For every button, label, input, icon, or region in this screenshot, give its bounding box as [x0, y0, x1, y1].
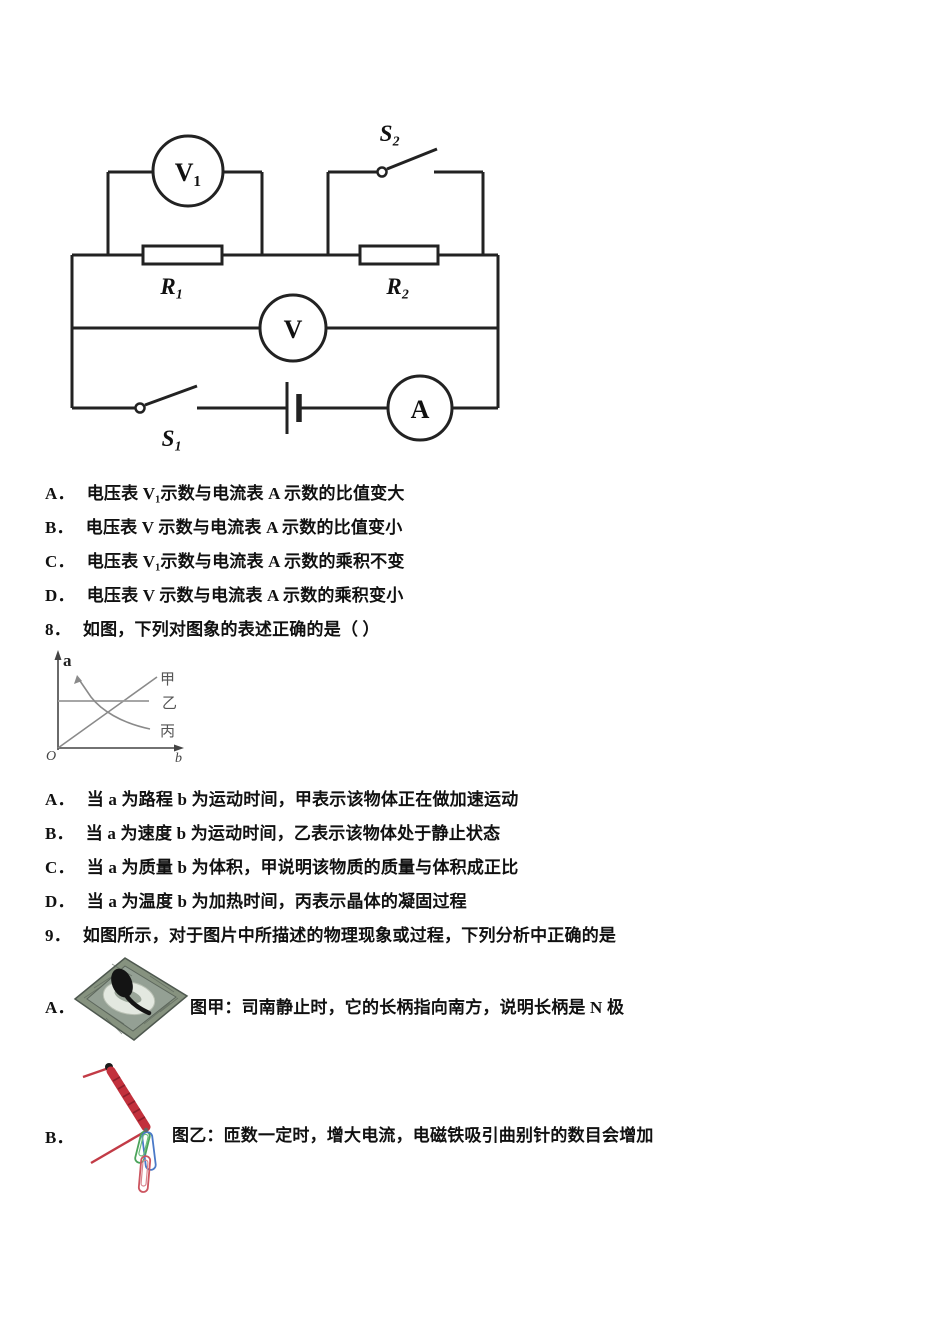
- resistor-r1-label: R₁: [159, 274, 183, 299]
- paper-clip-red-inner: [140, 1159, 149, 1187]
- q8-option-b: B． 当 a 为速度 b 为运动时间，乙表示该物体处于静止状态: [45, 824, 500, 844]
- question-number: 8．: [45, 620, 71, 639]
- q9-option-a-letter: A．: [45, 998, 75, 1018]
- caption-text: 图甲：司南静止时，它的长柄指向南方，说明长柄是 N 极: [190, 998, 625, 1017]
- sinan-spoon-handle: [123, 992, 152, 1016]
- question-text: 如图，下列对图象的表述正确的是（ ）: [82, 620, 380, 639]
- switch-s2: [376, 147, 438, 178]
- q7-option-c: C． 电压表 V₁示数与电流表 A 示数的乘积不变: [45, 552, 405, 572]
- question-text: 如图所示，对于图片中所描述的物理现象或过程，下列分析中正确的是: [82, 926, 617, 945]
- q8-option-d: D． 当 a 为温度 b 为加热时间，丙表示晶体的凝固过程: [45, 892, 467, 912]
- paper-clip-red: [137, 1155, 152, 1193]
- option-text: 电压表 V 示数与电流表 A 示数的乘积变小: [86, 586, 404, 605]
- caption-text: 图乙：匝数一定时，增大电流，电磁铁吸引曲别针的数目会增加: [172, 1126, 654, 1145]
- option-letter: D．: [45, 892, 75, 911]
- ab-graph: 甲 乙 丙 a O b: [46, 650, 184, 766]
- curve-yi-label: 乙: [162, 696, 177, 712]
- voltmeter-v-label: V: [284, 315, 303, 344]
- option-letter: B．: [45, 824, 74, 843]
- resistor-r2: [358, 244, 440, 266]
- coil-windings: [112, 1076, 146, 1122]
- option-letter: C．: [45, 552, 75, 571]
- q8-option-a: A． 当 a 为路程 b 为运动时间，甲表示该物体正在做加速运动: [45, 790, 518, 810]
- switch-s1-label: S₁: [162, 426, 183, 451]
- switch-s2-label: S₂: [380, 121, 401, 146]
- option-text: 电压表 V₁示数与电流表 A 示数的比值变大: [86, 484, 405, 503]
- switch-s1: [134, 384, 198, 414]
- voltmeter-v1-label: V₁: [175, 158, 202, 187]
- option-text: 电压表 V₁示数与电流表 A 示数的乘积不变: [86, 552, 405, 571]
- ammeter-a: [386, 374, 454, 442]
- origin-label: O: [46, 749, 56, 764]
- x-axis-label: b: [175, 751, 182, 766]
- q8-stem: 8． 如图，下列对图象的表述正确的是（ ）: [45, 620, 380, 640]
- lead-wire-top: [82, 1067, 107, 1079]
- lead-wire-bottom: [90, 1129, 147, 1165]
- q7-option-d: D． 电压表 V 示数与电流表 A 示数的乘积变小: [45, 586, 403, 606]
- clip-hook: [143, 1127, 149, 1133]
- ammeter-a-label: A: [411, 395, 430, 424]
- voltmeter-v: [258, 293, 328, 363]
- voltmeter-v1: [151, 134, 225, 208]
- q9-option-a-caption: 图甲：司南静止时，它的长柄指向南方，说明长柄是 N 极: [190, 998, 624, 1018]
- curve-jia-label: 甲: [160, 672, 175, 688]
- q7-option-b: B． 电压表 V 示数与电流表 A 示数的比值变小: [45, 518, 402, 538]
- option-letter: C．: [45, 858, 75, 877]
- circuit-diagram: V₁ V A R₁ R₂ S₂ S₁: [70, 121, 500, 451]
- option-text: 当 a 为质量 b 为体积，甲说明该物质的质量与体积成正比: [86, 858, 519, 877]
- curve-bing-label: 丙: [160, 724, 175, 740]
- resistor-r2-label: R₂: [385, 274, 409, 299]
- option-letter: A．: [45, 484, 75, 503]
- coil-body: [106, 1066, 151, 1132]
- q9-option-b-caption: 图乙：匝数一定时，增大电流，电磁铁吸引曲别针的数目会增加: [172, 1126, 654, 1146]
- y-axis-arrow: [54, 650, 62, 660]
- option-text: 当 a 为温度 b 为加热时间，丙表示晶体的凝固过程: [86, 892, 467, 911]
- sinan-compass-image: [73, 957, 189, 1041]
- y-axis-label: a: [63, 651, 72, 670]
- option-letter: A．: [45, 790, 75, 809]
- x-axis-arrow: [174, 744, 184, 752]
- sinan-spoon-bowl: [111, 968, 133, 998]
- q9-stem: 9． 如图所示，对于图片中所描述的物理现象或过程，下列分析中正确的是: [45, 926, 616, 946]
- q7-option-a: A． 电压表 V₁示数与电流表 A 示数的比值变大: [45, 484, 405, 504]
- option-letter: B．: [45, 518, 74, 537]
- option-letter: B．: [45, 1128, 74, 1147]
- question-number: 9．: [45, 926, 71, 945]
- option-text: 电压表 V 示数与电流表 A 示数的比值变小: [85, 518, 403, 537]
- option-text: 当 a 为路程 b 为运动时间，甲表示该物体正在做加速运动: [86, 790, 519, 809]
- q8-option-c: C． 当 a 为质量 b 为体积，甲说明该物质的质量与体积成正比: [45, 858, 518, 878]
- option-text: 当 a 为速度 b 为运动时间，乙表示该物体处于静止状态: [85, 824, 501, 843]
- graph-axes: [57, 656, 177, 750]
- option-letter: D．: [45, 586, 75, 605]
- paper-clip-green-inner: [138, 1133, 149, 1157]
- q9-option-b-letter: B．: [45, 1128, 74, 1148]
- curve-bing: [77, 677, 151, 730]
- battery: [285, 382, 302, 434]
- resistor-r1: [141, 244, 224, 266]
- paper-clips: [134, 1130, 157, 1193]
- electromagnet-image: [82, 1063, 157, 1193]
- option-letter: A．: [45, 998, 75, 1017]
- circuit-wires: [70, 170, 500, 410]
- curve-bing-arrow: [74, 675, 82, 684]
